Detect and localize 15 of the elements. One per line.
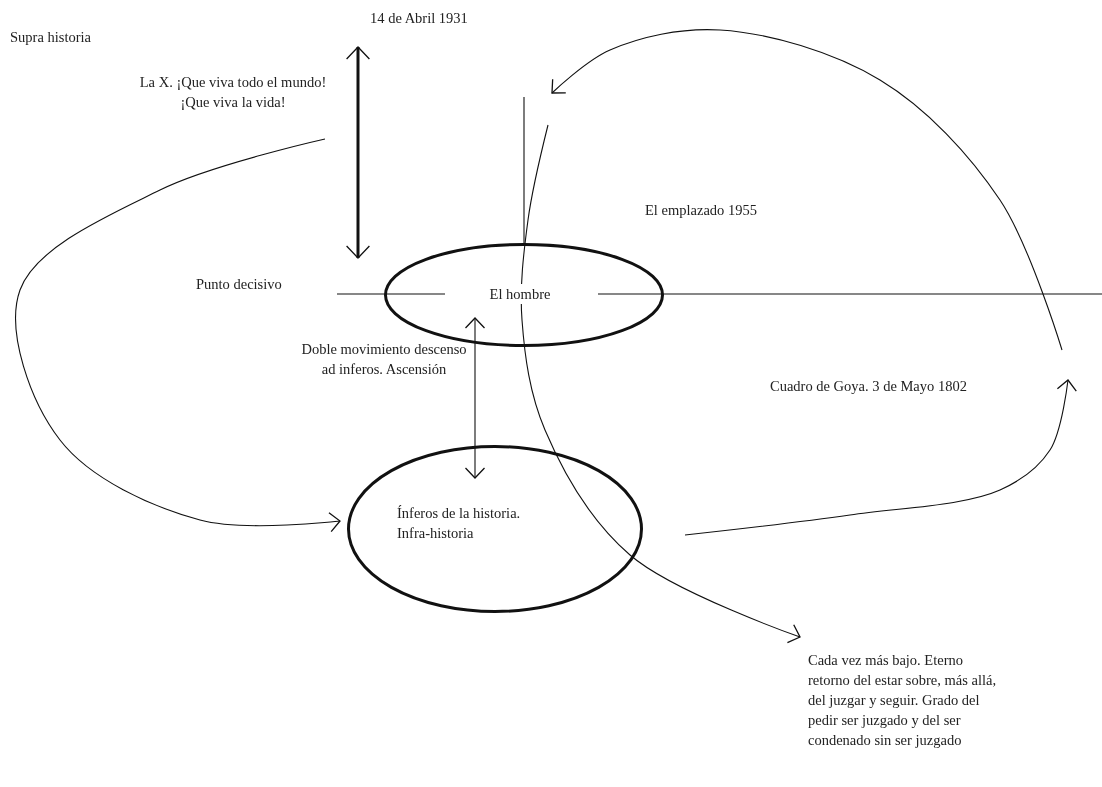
text-label: Punto decisivo: [196, 275, 283, 294]
ellipse-node: [347, 445, 643, 613]
text-label: La X. ¡Que viva todo el mundo! ¡Que viva la vida!: [138, 73, 328, 112]
arrow: [684, 379, 1077, 536]
text-label: Cada vez más bajo. Eterno retorno del estar sobre, más allá, del juzgar y seguir. Grado del pedir ser juzgado y del ser condenado sin ser juzgado: [808, 650, 998, 750]
double-arrow: [345, 46, 371, 259]
text-label: Doble movimiento descenso ad inferos. Ascensión: [300, 340, 468, 379]
connector-line: [523, 96, 525, 244]
arrow: [520, 124, 801, 644]
text-label: Cuadro de Goya. 3 de Mayo 1802: [770, 377, 968, 396]
arrow: [15, 138, 341, 533]
text-label: El emplazado 1955: [645, 201, 758, 220]
text-label: 14 de Abril 1931: [370, 8, 510, 28]
text-label: Supra historia: [10, 28, 92, 47]
double-arrow: [464, 317, 486, 479]
